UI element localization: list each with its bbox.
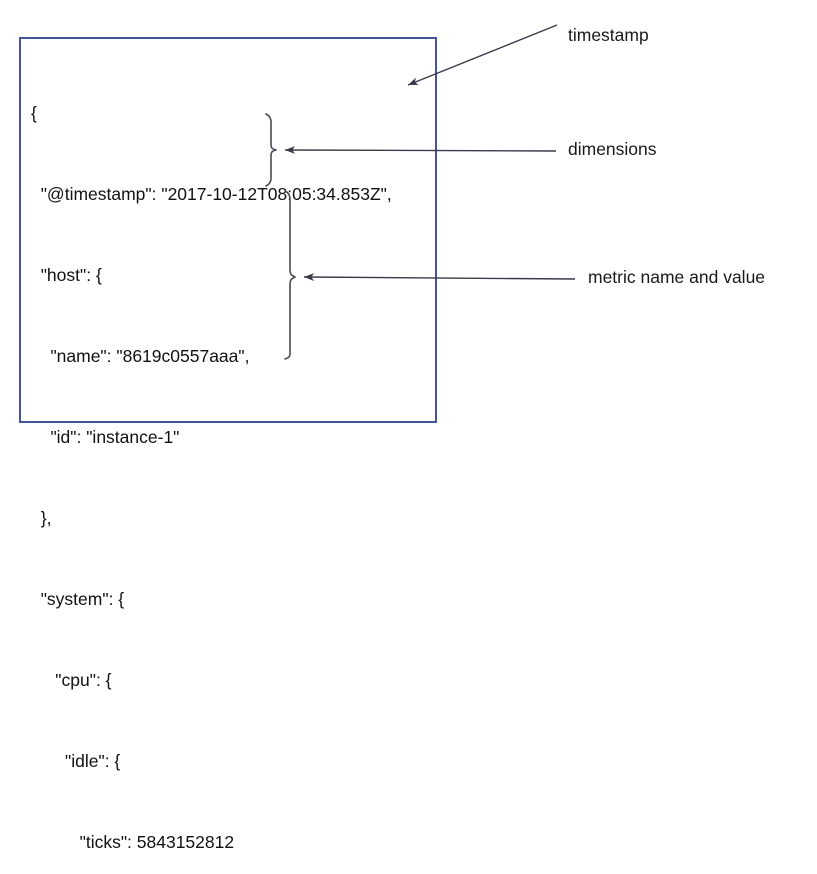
json-line-timestamp: "@timestamp": "2017-10-12T08:05:34.853Z"… [31,184,392,204]
json-line-host-name: "name": "8619c0557aaa", [31,346,250,366]
annotation-label-dimensions: dimensions [568,139,657,159]
json-line-ticks: "ticks": 5843152812 [31,832,235,852]
json-line-host-open: "host": { [31,265,102,285]
json-line-host-close: }, [31,508,52,528]
annotation-label-timestamp: timestamp [568,25,649,45]
json-document-box: { "@timestamp": "2017-10-12T08:05:34.853… [19,37,437,852]
json-line-system-open: "system": { [31,589,125,609]
json-line: { [31,103,37,123]
annotation-label-metric: metric name and value [588,267,766,287]
json-line-host-id: "id": "instance-1" [31,427,180,447]
json-line-cpu-open: "cpu": { [31,670,112,690]
json-code-block: { "@timestamp": "2017-10-12T08:05:34.853… [31,46,431,874]
json-line-idle-open: "idle": { [31,751,121,771]
